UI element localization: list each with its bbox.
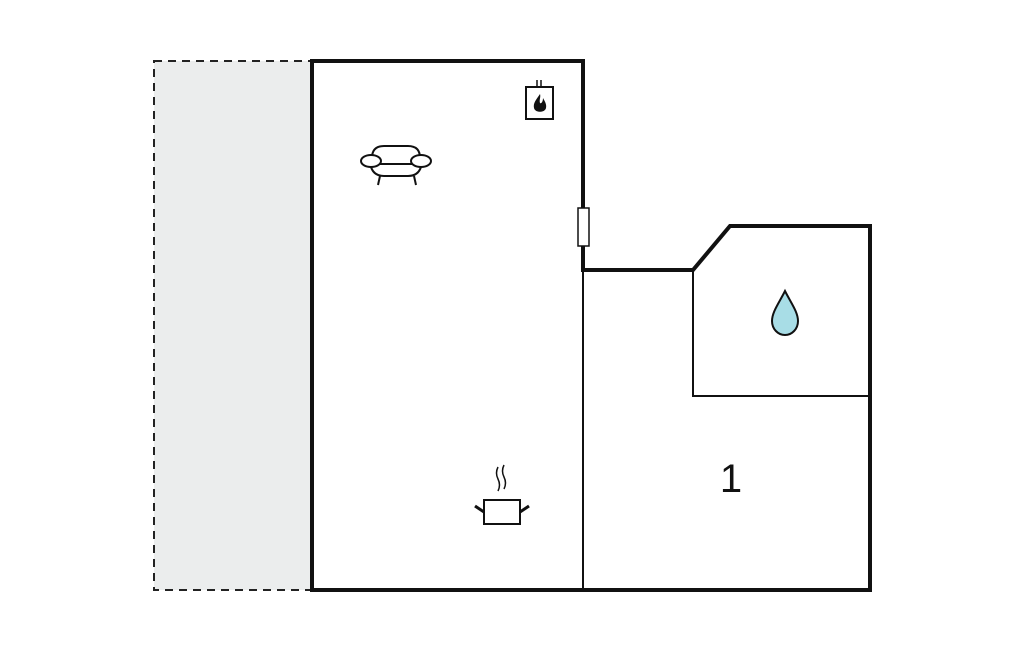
water-drop-icon — [770, 288, 800, 337]
sofa-icon — [360, 145, 432, 186]
bathroom-wall — [692, 270, 868, 397]
room-number: 1 — [720, 457, 742, 501]
fireplace-icon — [525, 80, 554, 120]
window-icon — [577, 207, 590, 247]
cooking-pot-icon — [474, 464, 530, 525]
terrace-area — [153, 60, 313, 591]
outer-walls — [310, 59, 872, 592]
